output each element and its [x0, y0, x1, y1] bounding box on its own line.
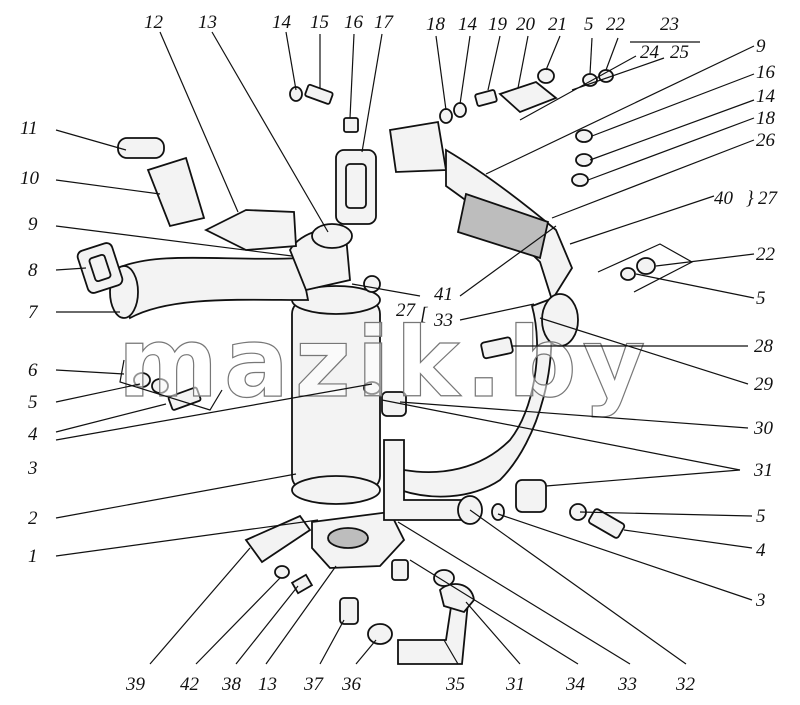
label-8: 8 — [28, 260, 38, 281]
watermark: mazik.by — [118, 307, 651, 419]
label-37: 37 — [303, 674, 325, 695]
label-4: 4 — [756, 540, 766, 561]
label-31: 31 — [753, 460, 773, 481]
heater-body — [291, 285, 381, 505]
label-33: 33 — [617, 674, 637, 695]
label-2: 2 — [28, 508, 38, 529]
small-parts — [133, 68, 656, 645]
callout-labels: 12 13 14 15 16 17 18 14 19 20 21 5 22 23… — [20, 12, 779, 695]
bracket-41-33: [ — [420, 304, 429, 325]
label-3: 3 — [755, 590, 766, 611]
label-12: 12 — [144, 12, 164, 33]
label-40: 40 — [714, 188, 734, 209]
label-5: 5 — [28, 392, 38, 413]
label-18: 18 — [426, 14, 446, 35]
label-29: 29 — [754, 374, 774, 395]
label-27: 27 — [758, 188, 779, 209]
label-25: 25 — [670, 42, 689, 63]
label-18: 18 — [756, 108, 776, 129]
label-35: 35 — [445, 674, 465, 695]
label-33: 33 — [433, 310, 453, 331]
label-27: 27 — [396, 300, 417, 321]
label-23: 23 — [660, 14, 679, 35]
label-16: 16 — [756, 62, 776, 83]
bracket-10 — [146, 156, 206, 228]
clip-11 — [117, 137, 165, 159]
bracket-12 — [203, 209, 297, 251]
label-10: 10 — [20, 168, 40, 189]
label-14: 14 — [272, 12, 292, 33]
label-41: 41 — [434, 284, 453, 305]
fitting-bottom-35 — [397, 583, 475, 665]
label-15: 15 — [310, 12, 329, 33]
label-13: 13 — [258, 674, 277, 695]
label-7: 7 — [28, 302, 39, 323]
label-22: 22 — [606, 14, 626, 35]
gasket-8 — [76, 242, 124, 294]
label-4: 4 — [28, 424, 38, 445]
label-13: 13 — [198, 12, 217, 33]
label-34: 34 — [565, 674, 586, 695]
label-32: 32 — [675, 674, 696, 695]
label-21: 21 — [548, 14, 567, 35]
brace-40-27: } — [746, 188, 754, 209]
label-5: 5 — [756, 506, 766, 527]
label-9: 9 — [756, 36, 766, 57]
label-36: 36 — [341, 674, 362, 695]
label-1: 1 — [28, 546, 38, 567]
label-20: 20 — [516, 14, 536, 35]
label-9: 9 — [28, 214, 38, 235]
label-30: 30 — [753, 418, 774, 439]
label-14: 14 — [756, 86, 776, 107]
bottom-bracket-39 — [244, 514, 312, 564]
label-11: 11 — [20, 118, 38, 139]
corrugated-hose — [456, 192, 550, 260]
label-38: 38 — [221, 674, 242, 695]
label-14: 14 — [458, 14, 478, 35]
label-26: 26 — [756, 130, 776, 151]
leader-lines — [55, 31, 755, 665]
label-28: 28 — [754, 336, 774, 357]
label-24: 24 — [640, 42, 660, 63]
label-31: 31 — [505, 674, 525, 695]
label-5: 5 — [584, 14, 594, 35]
gasket-17 — [335, 149, 377, 225]
label-16: 16 — [344, 12, 364, 33]
label-6: 6 — [28, 360, 38, 381]
label-5: 5 — [756, 288, 766, 309]
label-19: 19 — [488, 14, 508, 35]
label-3: 3 — [27, 458, 38, 479]
label-39: 39 — [125, 674, 146, 695]
label-42: 42 — [180, 674, 200, 695]
label-17: 17 — [374, 12, 395, 33]
bottom-flange — [311, 511, 406, 569]
label-22: 22 — [756, 244, 776, 265]
